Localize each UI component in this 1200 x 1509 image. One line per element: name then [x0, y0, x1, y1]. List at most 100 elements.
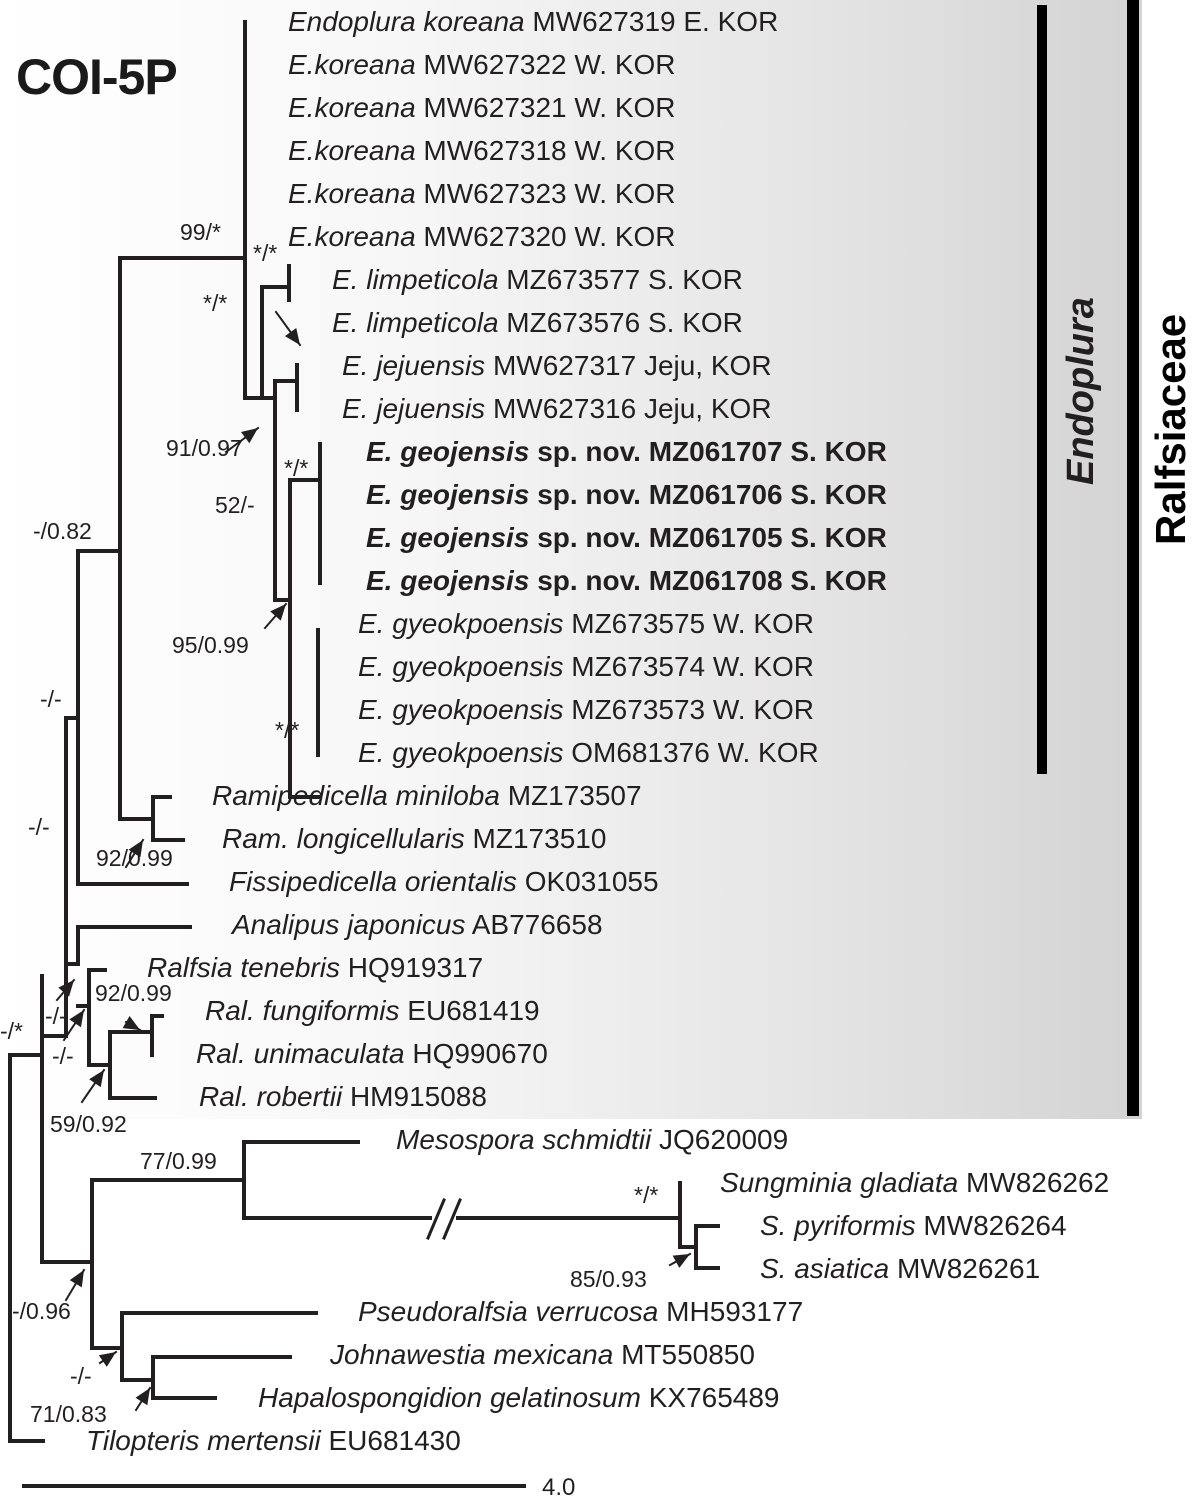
locality: S. KOR: [790, 522, 887, 553]
accession-number: MW826261: [896, 1253, 1041, 1284]
locality: W. KOR: [574, 221, 676, 252]
support-value: -/0.82: [33, 518, 92, 544]
taxon-label: E. geojensis sp. nov. MZ061705 S. KOR: [366, 524, 887, 552]
clade-bar-endoplura: [1037, 5, 1047, 774]
scale-bar-label: 4.0: [542, 1474, 576, 1501]
accession-number: MW826262: [965, 1167, 1110, 1198]
locality: S. KOR: [790, 565, 887, 596]
accession-number: MT550850: [621, 1339, 755, 1370]
accession-number: MZ673577: [506, 264, 641, 295]
species-qualifier: sp. nov.: [537, 522, 641, 553]
taxon-label: Pseudoralfsia verrucosa MH593177: [358, 1298, 803, 1326]
taxon-label: Ramipedicella miniloba MZ173507: [212, 782, 642, 810]
locality: W. KOR: [717, 737, 819, 768]
accession-number: MW627323: [423, 178, 567, 209]
accession-number: HM915088: [349, 1081, 487, 1112]
locality: W. KOR: [574, 92, 676, 123]
species-name: E. limpeticola: [332, 307, 499, 338]
accession-number: MW627320: [423, 221, 567, 252]
taxon-label: Ral. fungiformis EU681419: [205, 997, 540, 1025]
support-value: 92/0.99: [95, 980, 172, 1006]
support-value: */*: [275, 717, 300, 743]
support-value: -/*: [0, 1018, 23, 1044]
arrowhead-icon: [98, 1352, 116, 1367]
arrowhead-icon: [241, 428, 258, 444]
taxon-label: E. gyeokpoensis OM681376 W. KOR: [358, 739, 819, 767]
support-value: 91/0.97: [166, 435, 243, 461]
taxon-label: E.koreana MW627322 W. KOR: [288, 51, 676, 79]
clade-label-ralfsiaceae: Ralfsiaceae: [1147, 313, 1194, 545]
accession-number: OM681376: [571, 737, 710, 768]
support-value: 99/*: [180, 219, 221, 245]
arrowhead-icon: [69, 1010, 84, 1028]
species-name: E.koreana: [288, 221, 416, 252]
accession-number: MZ673573: [571, 694, 706, 725]
species-name: Tilopteris mertensii: [86, 1425, 321, 1456]
species-name: E. geojensis: [366, 565, 530, 596]
taxon-label: E.koreana MW627321 W. KOR: [288, 94, 676, 122]
taxon-label: E. limpeticola MZ673577 S. KOR: [332, 266, 743, 294]
accession-number: MH593177: [666, 1296, 804, 1327]
accession-number: HQ919317: [347, 952, 484, 983]
support-value: 59/0.92: [50, 1111, 127, 1137]
support-value: -/0.96: [12, 1298, 71, 1324]
locality: W. KOR: [574, 178, 676, 209]
species-qualifier: sp. nov.: [537, 479, 641, 510]
species-name: E. geojensis: [366, 436, 530, 467]
accession-number: HQ990670: [412, 1038, 548, 1069]
species-name: Ramipedicella miniloba: [212, 780, 500, 811]
taxon-label: E. geojensis sp. nov. MZ061706 S. KOR: [366, 481, 887, 509]
support-value: */*: [253, 240, 278, 266]
accession-number: MZ061708: [648, 565, 783, 596]
arrowhead-icon: [128, 840, 143, 858]
accession-number: KX765489: [648, 1382, 780, 1413]
species-name: E.koreana: [288, 49, 416, 80]
species-name: Ral. robertii: [199, 1081, 343, 1112]
species-name: S. pyriformis: [760, 1210, 916, 1241]
species-name: S. asiatica: [760, 1253, 890, 1284]
species-name: E.koreana: [288, 135, 416, 166]
locality: Jeju, KOR: [643, 350, 772, 381]
species-name: E. gyeokpoensis: [358, 608, 564, 639]
species-name: E. jejuensis: [342, 350, 486, 381]
locality: S. KOR: [790, 479, 887, 510]
species-name: Ral. unimaculata: [196, 1038, 405, 1069]
species-name: Ral. fungiformis: [205, 995, 400, 1026]
species-name: Hapalospongidion gelatinosum: [258, 1382, 641, 1413]
accession-number: MW627321: [423, 92, 567, 123]
species-name: Analipus japonicus: [232, 909, 466, 940]
support-value: 92/0.99: [96, 845, 173, 871]
taxon-label: Ralfsia tenebris HQ919317: [147, 954, 483, 982]
taxon-label: E.koreana MW627320 W. KOR: [288, 223, 676, 251]
support-value: -/-: [40, 686, 62, 712]
clade-label-endoplura: Endoplura: [1060, 297, 1102, 485]
taxon-label: E. geojensis sp. nov. MZ061707 S. KOR: [366, 438, 887, 466]
taxon-label: S. pyriformis MW826264: [760, 1212, 1067, 1240]
species-name: Ram. longicellularis: [222, 823, 465, 854]
taxon-label: Ral. unimaculata HQ990670: [196, 1040, 548, 1068]
marker-title: COI-5P: [16, 49, 178, 105]
arrowhead-icon: [135, 1388, 150, 1406]
accession-number: MW627317: [492, 350, 637, 381]
taxon-label: E.koreana MW627323 W. KOR: [288, 180, 676, 208]
accession-number: MZ173510: [472, 823, 607, 854]
locality: W. KOR: [712, 608, 815, 639]
accession-number: JQ620009: [658, 1124, 789, 1155]
taxon-label: E. geojensis sp. nov. MZ061708 S. KOR: [366, 567, 887, 595]
accession-number: AB776658: [471, 909, 603, 940]
accession-number: MZ061705: [648, 522, 783, 553]
arrowhead-icon: [672, 1254, 690, 1268]
arrowhead-icon: [284, 327, 300, 345]
taxon-label: E. jejuensis MW627317 Jeju, KOR: [342, 352, 772, 380]
taxon-label: Johnawestia mexicana MT550850: [330, 1341, 755, 1369]
support-value: */*: [634, 1182, 659, 1208]
species-name: E. jejuensis: [342, 393, 486, 424]
taxon-label: Ral. robertii HM915088: [199, 1083, 487, 1111]
accession-number: MW627316: [492, 393, 637, 424]
species-name: Sungminia gladiata: [720, 1167, 959, 1198]
locality: E. KOR: [683, 6, 779, 37]
support-value: 71/0.83: [30, 1401, 107, 1427]
taxon-label: Fissipedicella orientalis OK031055: [229, 868, 659, 896]
clade-bar-ralfsiaceae: [1127, 0, 1139, 1116]
